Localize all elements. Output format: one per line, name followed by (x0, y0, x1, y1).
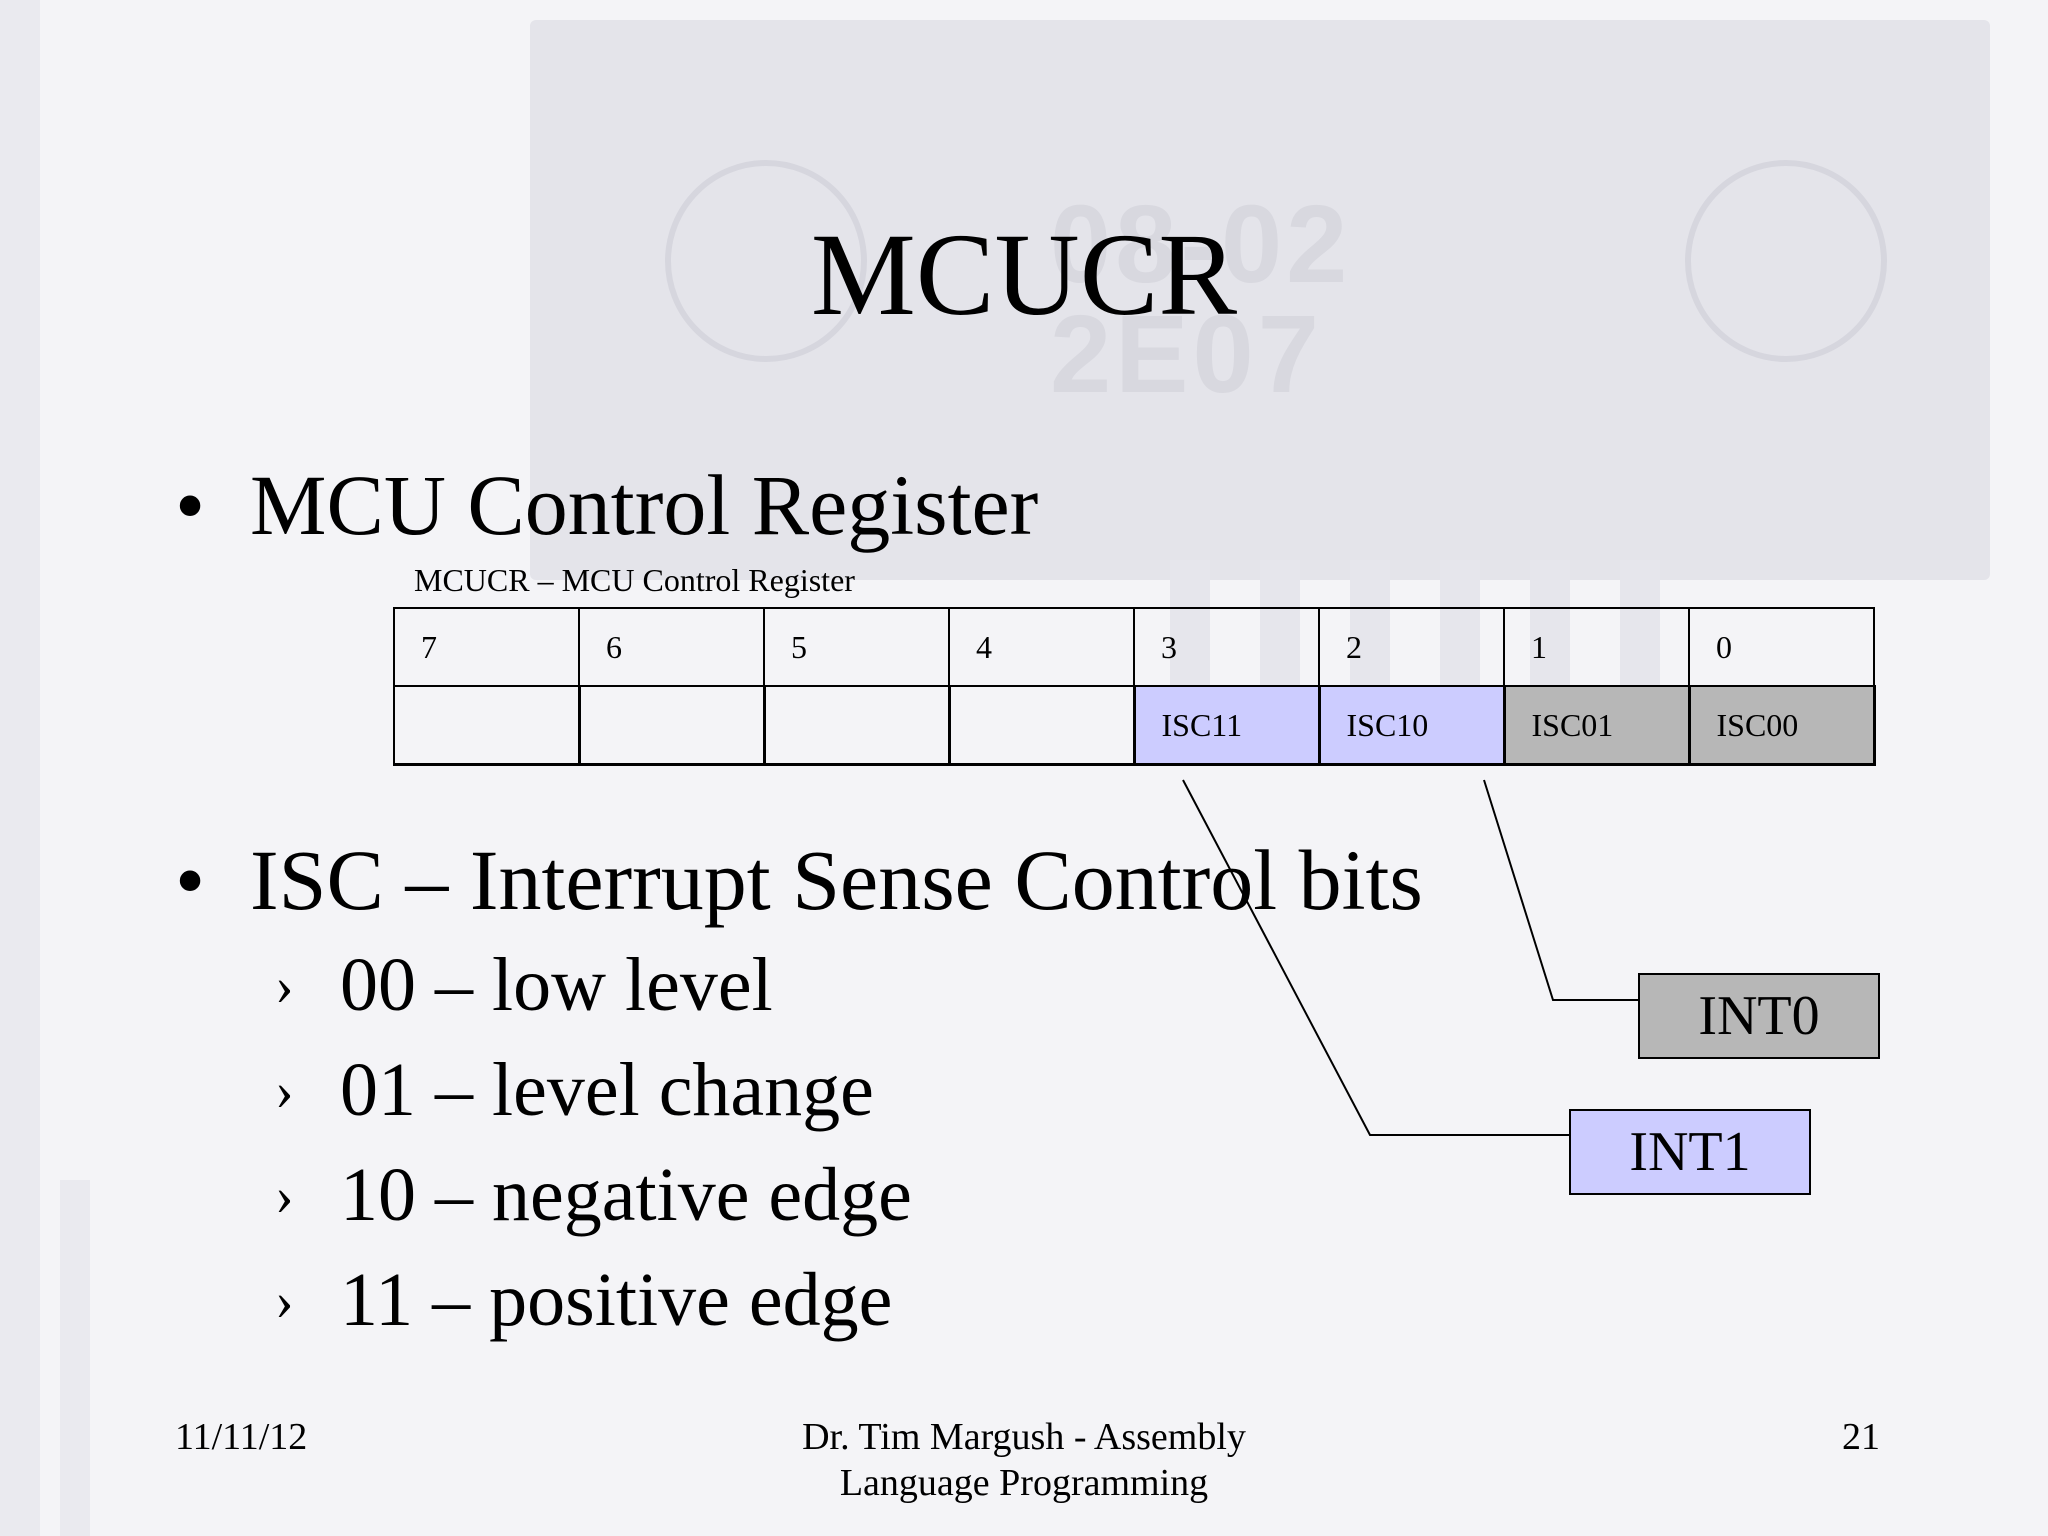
bullet-text: ISC – Interrupt Sense Control bits (250, 832, 1423, 928)
bit-number-cell: 3 (1133, 607, 1320, 687)
bit-name-cell-isc11: ISC11 (1133, 685, 1321, 766)
bit-number-cell: 7 (393, 607, 580, 687)
connector-int1-line (1182, 779, 1569, 1136)
register-table: 7 6 5 4 3 2 1 0 ISC11 ISC10 ISC01 ISC00 (393, 607, 1876, 766)
bit-number-cell: 6 (578, 607, 765, 687)
bit-name-cell (578, 685, 766, 766)
sub-bullet-10: › 10 – negative edge (275, 1150, 912, 1241)
footer-author-line-1: Dr. Tim Margush - Assembly (802, 1416, 1246, 1458)
bit-name-cell-isc00: ISC00 (1688, 685, 1876, 766)
bit-number-cell: 1 (1503, 607, 1690, 687)
footer-author: Dr. Tim Margush - Assembly Language Prog… (724, 1414, 1324, 1506)
bit-name-cell (948, 685, 1136, 766)
sub-bullet-text: 01 – level change (340, 1048, 874, 1132)
sub-bullet-marker: › (275, 1165, 294, 1227)
sub-bullet-00: › 00 – low level (275, 940, 773, 1031)
bit-number-cell: 2 (1318, 607, 1505, 687)
sub-bullet-text: 11 – positive edge (340, 1258, 893, 1342)
footer-page-number: 21 (1842, 1416, 1880, 1458)
background-circle (665, 160, 867, 362)
bullet-text: MCU Control Register (250, 457, 1039, 553)
background-circle (1685, 160, 1887, 362)
sub-bullet-01: › 01 – level change (275, 1045, 874, 1136)
sub-bullet-11: › 11 – positive edge (275, 1255, 892, 1346)
bullet-mcu-control-register: • MCU Control Register (175, 455, 1038, 555)
register-bit-name-row: ISC11 ISC10 ISC01 ISC00 (393, 685, 1876, 766)
sub-bullet-marker: › (275, 1060, 294, 1122)
bullet-marker: • (175, 832, 206, 928)
bullet-marker: • (175, 457, 206, 553)
sub-bullet-text: 10 – negative edge (340, 1153, 912, 1237)
bit-name-cell-isc10: ISC10 (1318, 685, 1506, 766)
bit-name-cell (393, 685, 581, 766)
footer-date: 11/11/12 (175, 1416, 308, 1458)
register-caption: MCUCR – MCU Control Register (414, 562, 855, 598)
sub-bullet-marker: › (275, 1270, 294, 1332)
bit-number-cell: 5 (763, 607, 950, 687)
int1-box: INT1 (1569, 1109, 1811, 1195)
bit-number-cell: 4 (948, 607, 1135, 687)
connector-int0-line (1483, 779, 1638, 1001)
int0-box: INT0 (1638, 973, 1880, 1059)
slide-title: MCUCR (810, 209, 1238, 340)
bullet-isc-bits: • ISC – Interrupt Sense Control bits (175, 830, 1423, 930)
footer-author-line-2: Language Programming (839, 1462, 1209, 1504)
register-bit-number-row: 7 6 5 4 3 2 1 0 (393, 607, 1875, 687)
sub-bullet-text: 00 – low level (340, 943, 773, 1027)
bit-name-cell (763, 685, 951, 766)
background-strip (60, 1180, 90, 1536)
sub-bullet-marker: › (275, 955, 294, 1017)
background-strip (0, 0, 40, 1536)
bit-number-cell: 0 (1688, 607, 1875, 687)
bit-name-cell-isc01: ISC01 (1503, 685, 1691, 766)
